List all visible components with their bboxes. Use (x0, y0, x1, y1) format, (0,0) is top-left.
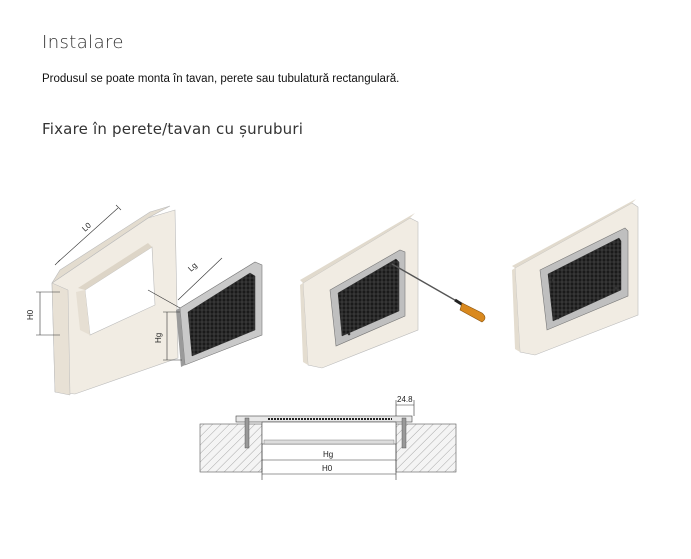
intro-text: Produsul se poate monta în tavan, perete… (42, 73, 400, 85)
label-h0: H0 (26, 309, 35, 320)
label-lg: Lg (186, 261, 199, 274)
section-drawing (199, 415, 457, 473)
section-title: Instalare (42, 32, 124, 53)
label-h0-section: H0 (322, 464, 333, 473)
grille-figure (176, 261, 263, 367)
figure1-dimension-lines (36, 204, 223, 361)
subsection-title: Fixare în perete/tavan cu șuruburi (42, 120, 304, 138)
screwdriver-icon (391, 263, 486, 323)
label-24-8: 24.8 (397, 395, 413, 404)
installed-grille-figure (512, 199, 639, 356)
wall-opening-figure (51, 205, 179, 396)
label-hg: Hg (154, 333, 163, 343)
section-dimension-lines (261, 400, 415, 480)
label-hg-section: Hg (323, 450, 333, 459)
screwing-figure (300, 213, 419, 369)
